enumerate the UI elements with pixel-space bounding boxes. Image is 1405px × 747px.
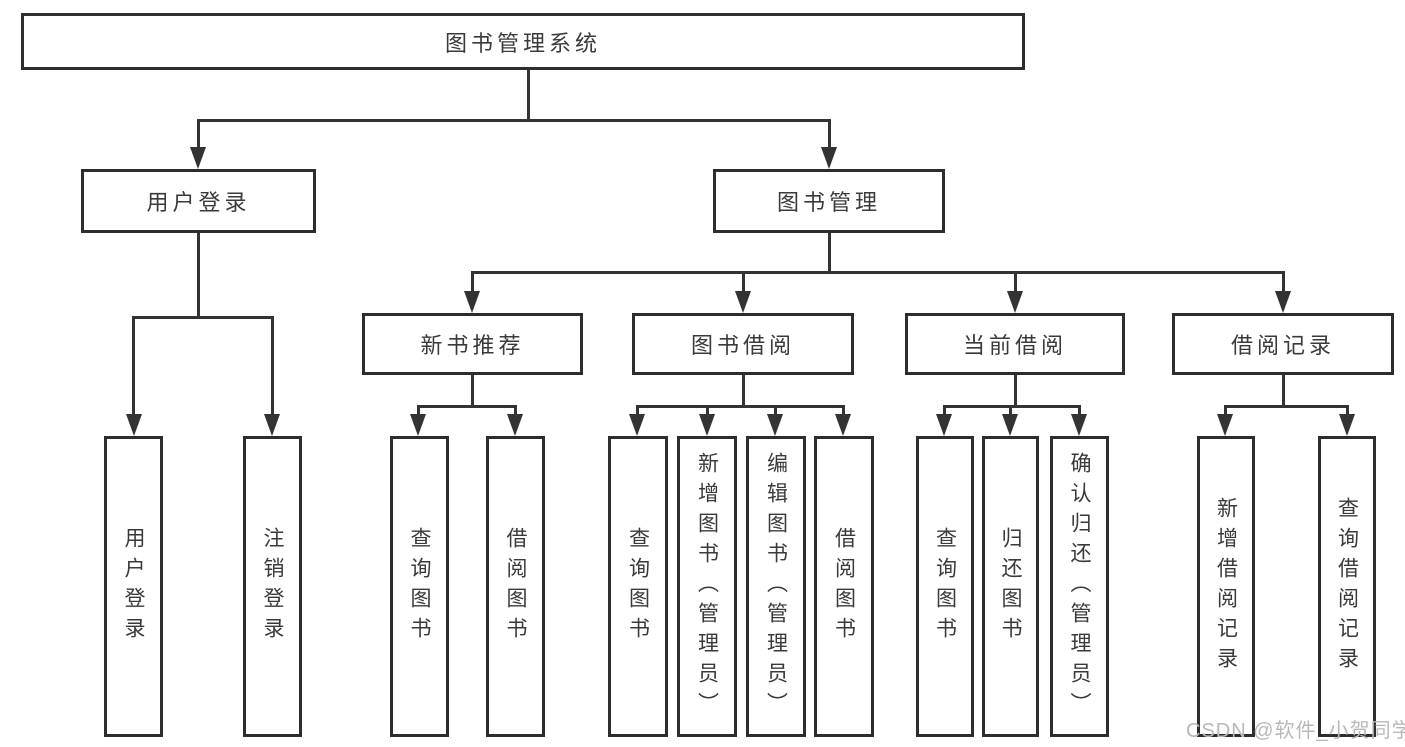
- connector-drop: [1078, 405, 1081, 416]
- connector-drop: [774, 405, 777, 416]
- arrow-down-icon: [936, 414, 952, 436]
- arrow-down-icon: [190, 147, 206, 169]
- leaf-add-borrow-record: 新增借阅记录: [1197, 436, 1255, 737]
- connector-drop: [706, 405, 709, 416]
- connector-drop: [1346, 405, 1349, 416]
- connector-drop: [1014, 271, 1017, 293]
- connector-rail: [197, 119, 830, 122]
- leaf-label: 借阅图书: [832, 526, 856, 647]
- leaf-label: 查询图书: [626, 526, 650, 647]
- arrow-down-icon: [735, 291, 751, 313]
- arrow-down-icon: [1217, 414, 1233, 436]
- leaf-label: 查询图书: [933, 526, 957, 647]
- connector-drop: [636, 405, 639, 416]
- leaf-user-login: 用户登录: [104, 436, 163, 737]
- leaf-label: 查询图书: [408, 526, 432, 647]
- connector-rail: [636, 405, 845, 408]
- connector-stub: [828, 233, 831, 274]
- connector-stub: [742, 375, 745, 408]
- arrow-down-icon: [1275, 291, 1291, 313]
- connector-drop: [471, 271, 474, 293]
- arrow-down-icon: [410, 414, 426, 436]
- leaf-edit-book-admin: 编辑图书（管理员）: [746, 436, 806, 737]
- connector-rail: [943, 405, 1081, 408]
- leaf-query-books-current: 查询图书: [916, 436, 974, 737]
- leaf-label: 确认归还（管理员）: [1068, 451, 1092, 722]
- connector-stub: [1282, 375, 1285, 408]
- arrow-down-icon: [264, 414, 280, 436]
- leaf-logout: 注销登录: [243, 436, 302, 737]
- connector-drop: [1282, 271, 1285, 293]
- connector-drop: [197, 119, 200, 149]
- arrow-down-icon: [1002, 414, 1018, 436]
- leaf-borrow-books-recommend: 借阅图书: [486, 436, 545, 737]
- leaf-label: 注销登录: [261, 526, 285, 647]
- connector-drop: [132, 316, 135, 416]
- connector-drop: [842, 405, 845, 416]
- leaf-return-books: 归还图书: [982, 436, 1039, 737]
- leaf-query-borrow-record: 查询借阅记录: [1318, 436, 1376, 737]
- leaf-label: 归还图书: [999, 526, 1023, 647]
- connector-rail: [132, 316, 273, 319]
- connector-drop: [1224, 405, 1227, 416]
- arrow-down-icon: [126, 414, 142, 436]
- leaf-label: 查询借阅记录: [1335, 496, 1359, 677]
- connector-drop: [417, 405, 420, 416]
- node-new-book-recommendation: 新书推荐: [362, 313, 583, 375]
- node-book-borrowing: 图书借阅: [632, 313, 854, 375]
- node-library-management-system: 图书管理系统: [21, 13, 1025, 70]
- leaf-label: 新增图书（管理员）: [695, 451, 719, 722]
- leaf-label: 编辑图书（管理员）: [764, 451, 788, 722]
- connector-rail: [471, 271, 1284, 274]
- arrow-down-icon: [767, 414, 783, 436]
- arrow-down-icon: [507, 414, 523, 436]
- arrow-down-icon: [835, 414, 851, 436]
- node-current-borrowing: 当前借阅: [905, 313, 1125, 375]
- leaf-add-book-admin: 新增图书（管理员）: [677, 436, 737, 737]
- connector-drop: [742, 271, 745, 293]
- leaf-query-books-recommend: 查询图书: [390, 436, 449, 737]
- node-user-login: 用户登录: [81, 169, 316, 233]
- connector-rail: [417, 405, 517, 408]
- connector-stub: [527, 69, 530, 122]
- arrow-down-icon: [1007, 291, 1023, 313]
- connector-drop: [828, 119, 831, 149]
- connector-drop: [1009, 405, 1012, 416]
- arrow-down-icon: [1071, 414, 1087, 436]
- connector-drop: [943, 405, 946, 416]
- connector-stub: [471, 375, 474, 408]
- connector-stub: [197, 233, 200, 319]
- arrow-down-icon: [821, 147, 837, 169]
- arrow-down-icon: [1339, 414, 1355, 436]
- leaf-label: 用户登录: [122, 526, 146, 647]
- leaf-borrow-books-borrowing: 借阅图书: [814, 436, 874, 737]
- leaf-label: 借阅图书: [504, 526, 528, 647]
- arrow-down-icon: [464, 291, 480, 313]
- leaf-label: 新增借阅记录: [1214, 496, 1238, 677]
- arrow-down-icon: [699, 414, 715, 436]
- csdn-watermark: CSDN @软件_小贺同学: [1186, 720, 1405, 742]
- arrow-down-icon: [629, 414, 645, 436]
- connector-stub: [1014, 375, 1017, 408]
- leaf-query-books-borrowing: 查询图书: [608, 436, 668, 737]
- node-borrowing-records: 借阅记录: [1172, 313, 1394, 375]
- connector-drop: [514, 405, 517, 416]
- node-book-management: 图书管理: [713, 169, 945, 233]
- leaf-confirm-return-admin: 确认归还（管理员）: [1050, 436, 1109, 737]
- connector-drop: [271, 316, 274, 416]
- connector-rail: [1224, 405, 1349, 408]
